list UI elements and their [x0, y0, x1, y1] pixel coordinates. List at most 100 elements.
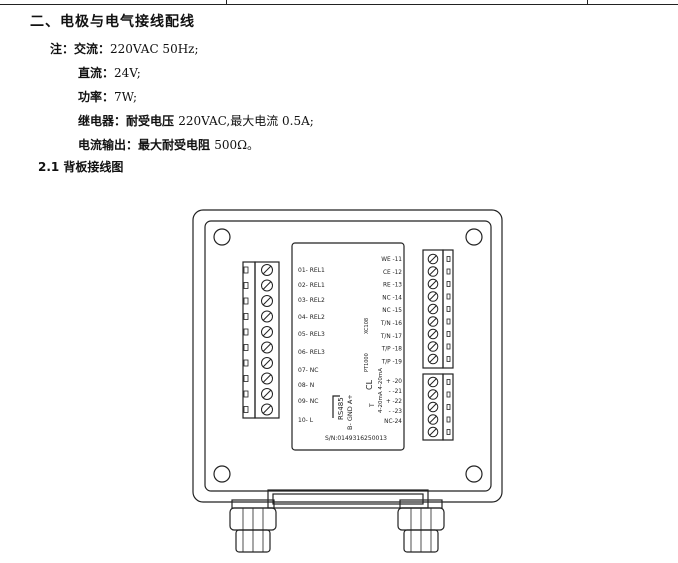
note-dc-value: 24V;	[114, 66, 141, 80]
right-terminal-label: - -21	[389, 389, 403, 395]
note-relay-value: 220VAC,最大电流 0.5A;	[178, 114, 314, 128]
terminal-screw-icon	[261, 326, 273, 338]
terminal-screw-icon	[427, 278, 439, 290]
terminal-screw-icon	[427, 376, 439, 388]
cl-label: CL	[365, 379, 374, 390]
section-title: 二、电极与电气接线配线	[30, 14, 195, 30]
terminal-screw-icon	[427, 291, 439, 302]
note-current-output-label: 电流输出：最大耐受电阻	[78, 138, 211, 152]
note-ac: 注：交流：220VAC 50Hz;	[50, 40, 199, 57]
left-terminal-label: 07- NC	[298, 367, 318, 374]
t-label: T	[369, 403, 376, 408]
terminal-screw-icon	[261, 295, 273, 307]
note-relay-label: 继电器：耐受电压	[78, 114, 175, 128]
note-current-output: 电流输出：最大耐受电阻 500Ω。	[78, 136, 259, 153]
terminal-screw-icon	[261, 388, 273, 400]
terminal-screw-icon	[427, 328, 439, 340]
rail-tab	[446, 343, 451, 350]
terminal-screw-icon	[427, 266, 439, 277]
rail-tab	[243, 406, 249, 413]
rail-tab	[446, 331, 451, 337]
left-terminal-screws	[243, 264, 273, 416]
rail-tab	[446, 256, 451, 262]
left-terminal-label: 04- REL2	[298, 314, 325, 321]
bottom-strip	[267, 489, 429, 509]
note-power-value: 7W;	[114, 90, 137, 104]
right-terminal-label: CE -12	[383, 270, 402, 276]
right-terminal-label: T/N -17	[380, 334, 402, 340]
rs485-label: RS485	[337, 397, 345, 420]
xc108-label: XC108	[364, 318, 370, 334]
left-terminal-rail	[242, 261, 256, 419]
right-terminal-label: T/P -18	[381, 347, 403, 353]
corner-screw-icon	[213, 465, 231, 483]
rail-tab	[243, 344, 249, 351]
ma-label: 4-20mA 4-20mA	[378, 368, 384, 413]
note-ac-value: 220VAC 50Hz;	[110, 42, 199, 56]
right-terminal-rail-lower	[442, 373, 454, 441]
bgnd-label: B- GND A+	[346, 394, 354, 430]
terminal-screw-icon	[427, 253, 439, 265]
note-power: 功率：7W;	[78, 88, 137, 105]
rail-tab	[243, 359, 249, 367]
right-terminal-label: T/P -19	[381, 359, 403, 365]
rail-tab	[446, 356, 451, 362]
note-power-label: 功率：	[78, 90, 115, 104]
terminal-screw-icon	[427, 426, 439, 438]
right-terminal-label: + -20	[386, 379, 402, 385]
terminal-screw-icon	[261, 403, 273, 416]
right-terminal-rail-upper	[442, 249, 454, 369]
right-terminal-screws	[427, 253, 451, 438]
rail-tab	[446, 293, 451, 300]
terminal-screw-icon	[261, 310, 273, 323]
enclosure-outer	[192, 209, 503, 503]
terminal-screw-icon	[427, 414, 439, 425]
left-terminal-label: 06- REL3	[298, 349, 325, 356]
rail-tab	[243, 328, 249, 336]
terminal-screw-icon	[261, 279, 273, 292]
right-terminal-label: WE -11	[381, 257, 402, 263]
left-terminal-label: 10- L	[298, 417, 314, 424]
terminal-screw-icon	[427, 316, 439, 327]
terminal-screw-icon	[427, 389, 439, 400]
pt1000-label: PT1000	[364, 353, 370, 372]
left-terminal-label: 01- REL1	[298, 267, 325, 274]
corner-screw-icon	[465, 465, 483, 483]
rail-tab	[446, 429, 451, 435]
note-dc: 直流：24V;	[78, 64, 141, 81]
right-terminal-label: NC -14	[382, 295, 402, 301]
rs485-bracket	[332, 395, 340, 418]
rail-tab	[446, 268, 451, 275]
left-terminal-label: 03- REL2	[298, 297, 325, 304]
rail-tab	[446, 379, 451, 385]
rail-tab	[243, 266, 249, 274]
subsection-title: 2.1 背板接线图	[38, 160, 124, 174]
terminal-screw-icon	[261, 372, 273, 385]
rail-tab	[446, 404, 451, 410]
terminal-screw-icon	[427, 303, 439, 315]
serial-number: S/N:0149316250013	[325, 435, 387, 442]
rail-tab	[243, 390, 249, 398]
rail-tab	[243, 282, 249, 289]
terminal-screw-icon	[261, 357, 273, 369]
enclosure-inner	[204, 220, 492, 492]
right-terminal-label: NC-24	[384, 419, 402, 425]
label-panel	[291, 242, 405, 451]
corner-screw-icon	[465, 228, 483, 246]
terminal-screw-icon	[427, 401, 439, 413]
note-dc-label: 直流：	[78, 66, 115, 80]
top-rule	[0, 4, 678, 5]
left-terminal-label: 09- NC	[298, 398, 318, 405]
left-terminal-label: 05- REL3	[298, 331, 325, 338]
top-rule-tick	[587, 0, 588, 5]
rail-tab	[446, 391, 451, 398]
left-terminal-label: 08- N	[298, 382, 314, 389]
right-terminal-label: RE -13	[383, 283, 402, 289]
rail-tab	[243, 297, 249, 305]
right-terminal-label: + -22	[386, 399, 402, 405]
right-terminal-label: NC -15	[382, 308, 402, 314]
note-ac-label: 注：交流：	[50, 42, 111, 56]
